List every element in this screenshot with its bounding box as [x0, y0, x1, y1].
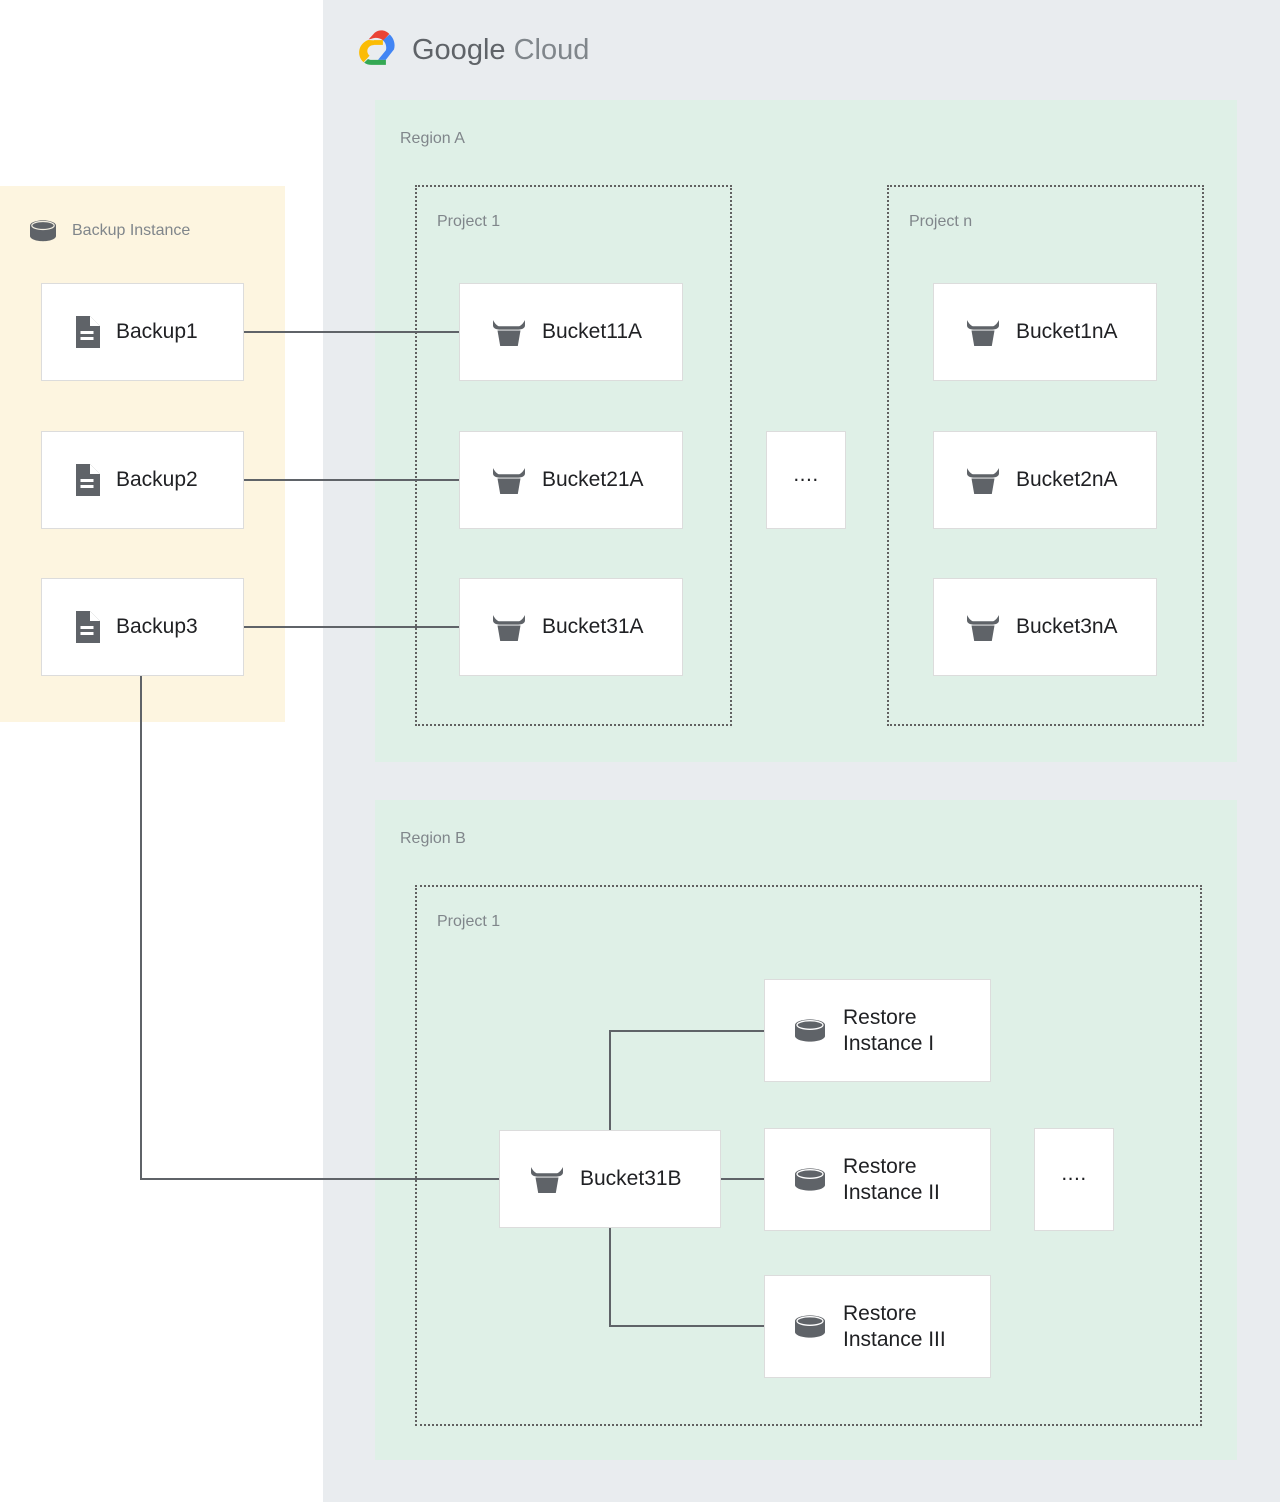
node-restore-instance-2[interactable]: Restore Instance II — [764, 1128, 991, 1231]
node-backup3-label: Backup3 — [116, 615, 198, 639]
node-restore-instance-3-label: Restore Instance III — [843, 1301, 946, 1351]
node-bucket3na-label: Bucket3nA — [1016, 615, 1118, 639]
node-bucket1na[interactable]: Bucket1nA — [933, 283, 1157, 381]
document-icon — [76, 316, 100, 348]
node-backup2-label: Backup2 — [116, 468, 198, 492]
brand-cloud: Cloud — [513, 33, 590, 66]
database-icon — [795, 1167, 825, 1191]
backup-instance-title: Backup Instance — [72, 222, 191, 239]
project-1-region-b-label: Project 1 — [437, 913, 501, 930]
node-backup1-label: Backup1 — [116, 320, 198, 344]
google-cloud-cloud-icon — [359, 30, 395, 65]
node-restore-instance-2-label: Restore Instance II — [843, 1154, 940, 1204]
node-bucket1na-label: Bucket1nA — [1016, 320, 1118, 344]
node-bucket3na[interactable]: Bucket3nA — [933, 578, 1157, 676]
node-backup1[interactable]: Backup1 — [41, 283, 244, 381]
node-ellipsis-region-a: .... — [766, 431, 846, 529]
bucket-icon — [531, 1167, 563, 1193]
ellipsis-region-b-label: .... — [1061, 1162, 1087, 1185]
project-1-region-a-container: Project 1 — [415, 185, 732, 726]
node-bucket31b[interactable]: Bucket31B — [499, 1130, 721, 1228]
database-icon — [30, 220, 56, 242]
node-restore-instance-3[interactable]: Restore Instance III — [764, 1275, 991, 1378]
node-bucket11a-label: Bucket11A — [542, 320, 643, 344]
google-cloud-wordmark: Google Cloud — [412, 34, 589, 67]
database-icon — [795, 1314, 825, 1338]
bucket-icon — [967, 615, 999, 641]
database-icon — [795, 1018, 825, 1042]
node-ellipsis-region-b: .... — [1034, 1128, 1114, 1231]
document-icon — [76, 611, 100, 643]
document-icon — [76, 464, 100, 496]
bucket-icon — [493, 320, 525, 346]
bucket-icon — [967, 468, 999, 494]
node-bucket2na-label: Bucket2nA — [1016, 468, 1118, 492]
project-n-region-a-label: Project n — [909, 213, 973, 230]
backup-instance-header: Backup Instance — [28, 218, 190, 244]
node-bucket2na[interactable]: Bucket2nA — [933, 431, 1157, 529]
node-bucket31a[interactable]: Bucket31A — [459, 578, 683, 676]
region-a-label: Region A — [400, 130, 465, 147]
bucket-icon — [967, 320, 999, 346]
bucket-icon — [493, 468, 525, 494]
google-cloud-logo: Google Cloud — [352, 28, 589, 72]
node-backup2[interactable]: Backup2 — [41, 431, 244, 529]
project-n-region-a-container: Project n — [887, 185, 1204, 726]
node-bucket31b-label: Bucket31B — [580, 1167, 682, 1191]
node-bucket21a-label: Bucket21A — [542, 468, 644, 492]
node-restore-instance-1[interactable]: Restore Instance I — [764, 979, 991, 1082]
project-1-region-a-label: Project 1 — [437, 213, 501, 230]
brand-google: Google — [412, 33, 506, 66]
node-bucket11a[interactable]: Bucket11A — [459, 283, 683, 381]
bucket-icon — [493, 615, 525, 641]
node-backup3[interactable]: Backup3 — [41, 578, 244, 676]
node-bucket31a-label: Bucket31A — [542, 615, 644, 639]
ellipsis-region-a-label: .... — [793, 462, 819, 486]
node-restore-instance-1-label: Restore Instance I — [843, 1005, 935, 1055]
region-b-label: Region B — [400, 830, 466, 847]
node-bucket21a[interactable]: Bucket21A — [459, 431, 683, 529]
